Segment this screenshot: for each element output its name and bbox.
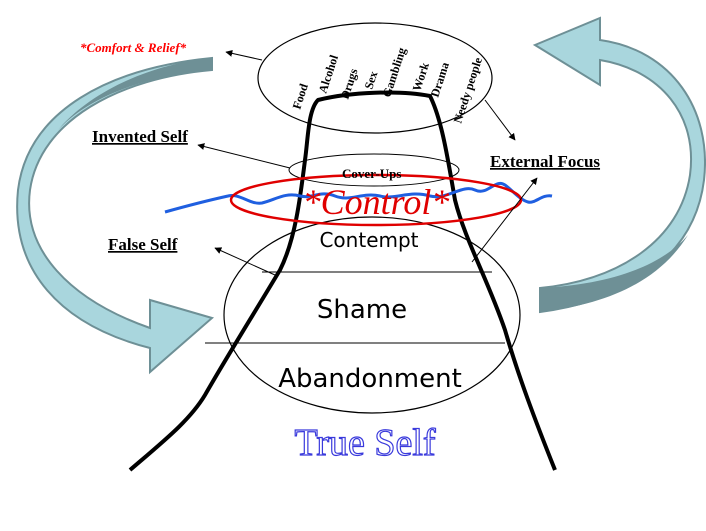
arrow-needy-to-focus <box>484 99 516 141</box>
true-self-label: True Self <box>294 422 435 464</box>
addiction-sex: Sex <box>362 69 381 90</box>
abandonment-label: Abandonment <box>278 364 462 394</box>
contempt-label: Contempt <box>319 228 418 252</box>
cover-ups-ellipse <box>288 153 460 187</box>
control-label: *Control* <box>303 182 450 222</box>
right-arrow-shadow <box>540 235 688 312</box>
arrow-to-comfort <box>225 49 263 61</box>
arrow-to-external-focus <box>471 177 538 263</box>
invented-self-label: Invented Self <box>92 127 188 146</box>
arrow-to-invented-self <box>197 143 291 169</box>
core-ellipse <box>223 216 521 414</box>
left-arrow-body <box>16 56 215 375</box>
left-cycle-arrow <box>16 56 215 375</box>
cover-ups-label: Cover-Ups <box>342 166 401 181</box>
shame-label: Shame <box>317 295 407 325</box>
right-cycle-arrow <box>532 16 706 314</box>
mountain-outline <box>128 90 557 472</box>
control-ellipse <box>229 173 523 227</box>
comfort-relief-label: *Comfort & Relief* <box>80 40 187 55</box>
false-self-label: False Self <box>108 235 178 254</box>
arrow-to-false-self <box>214 247 276 276</box>
external-focus-label: External Focus <box>490 152 600 171</box>
left-arrow-shadow <box>58 58 212 130</box>
